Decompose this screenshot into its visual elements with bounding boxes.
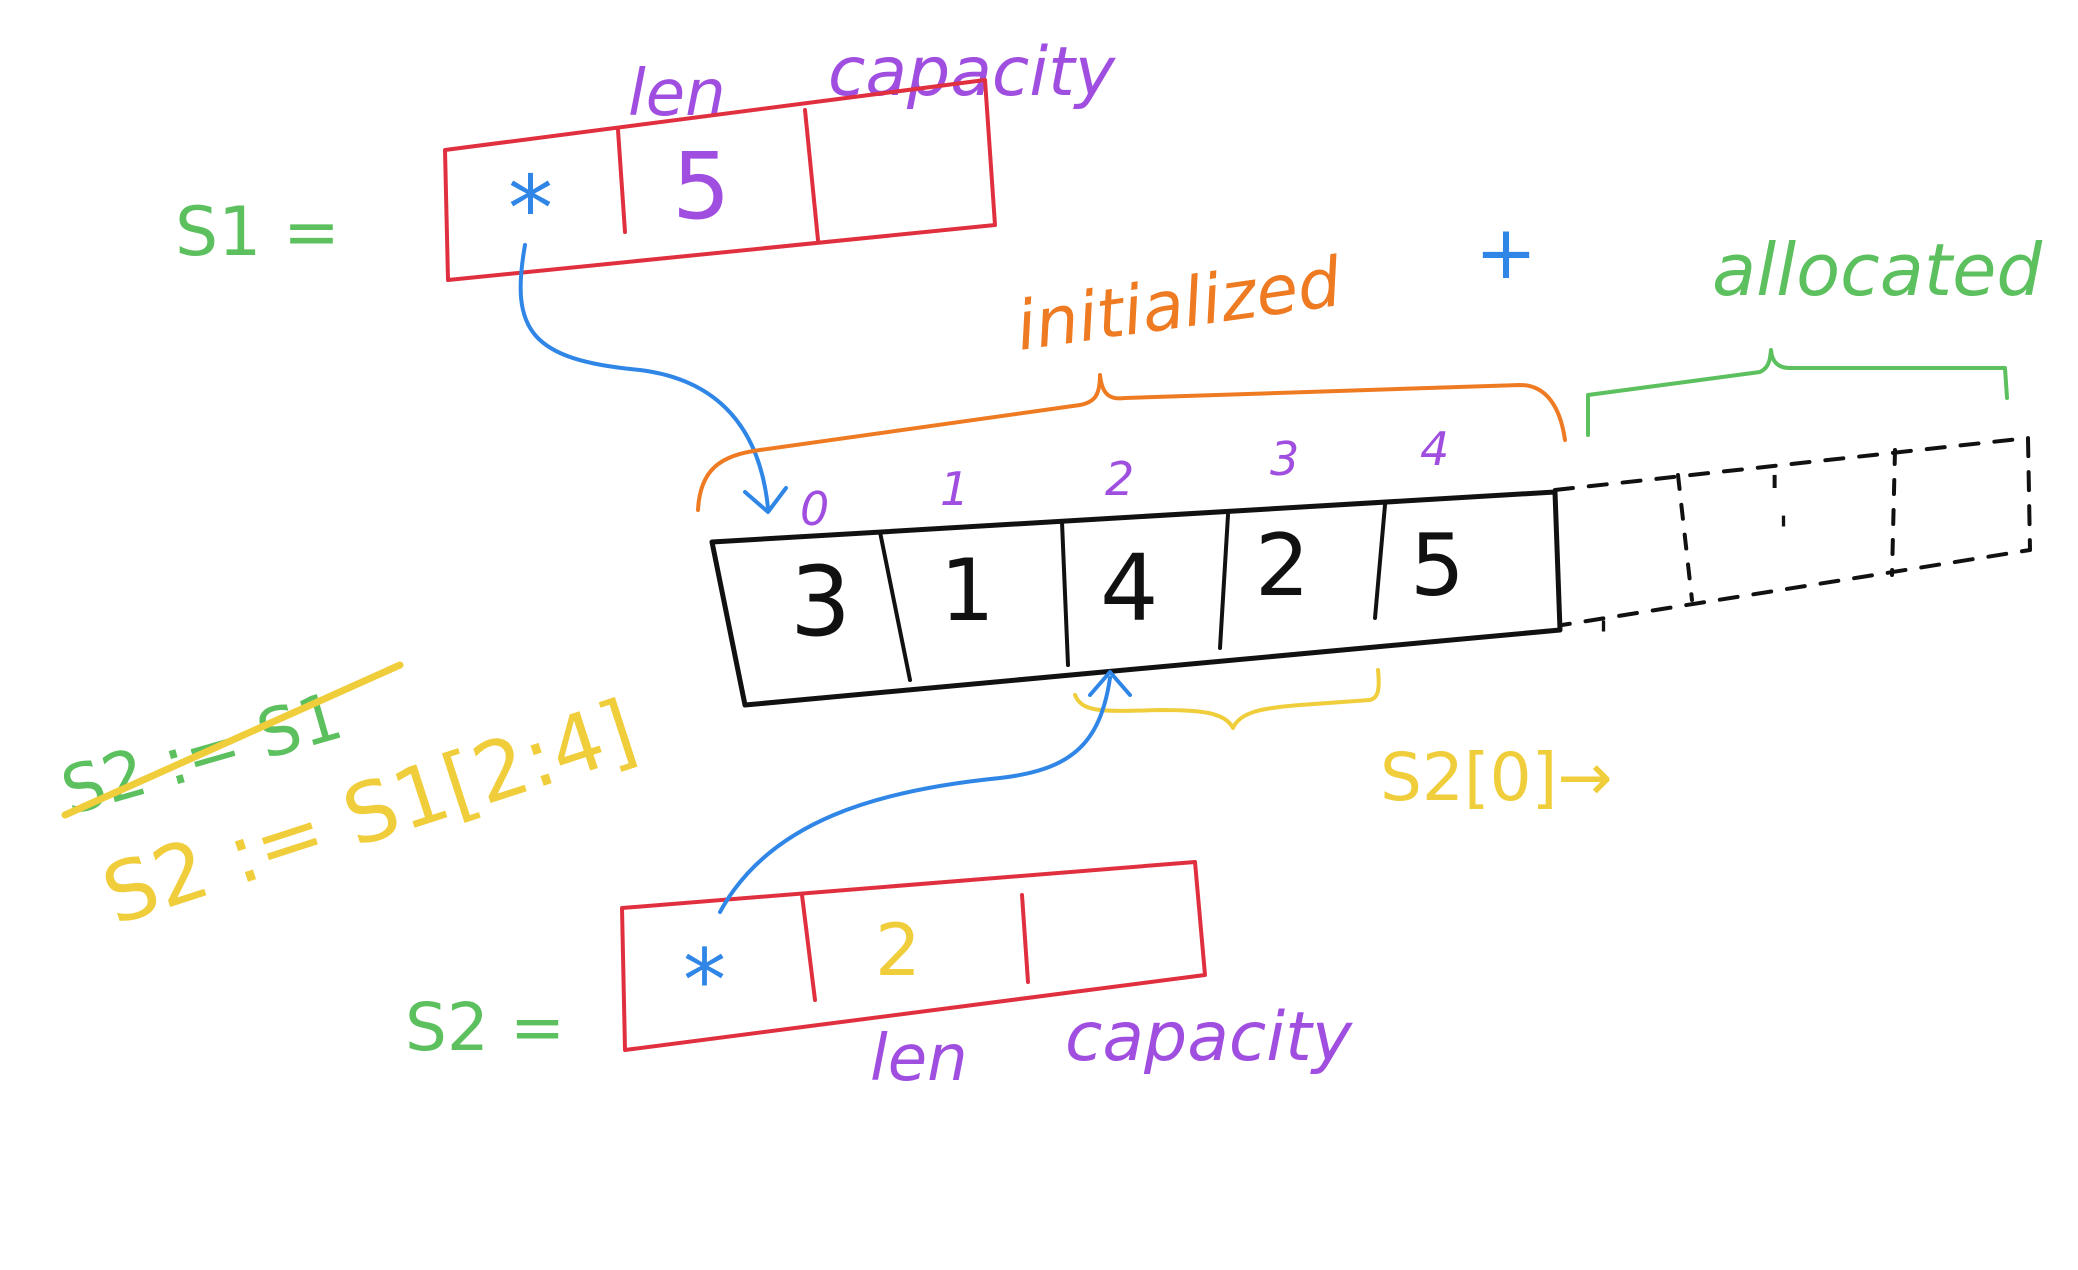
array-allocated-divider-1 <box>1676 473 1694 602</box>
s2-len-caption: len <box>870 1022 968 1096</box>
initialized-label: initialized <box>1011 243 1346 367</box>
array-allocated-mark-1: ' <box>1768 466 1781 522</box>
curved-arrow-icon <box>718 670 1132 914</box>
s2-index-note: S2[0]→ <box>1380 739 1613 816</box>
array-divider-2 <box>1060 520 1070 667</box>
s2-box <box>620 860 1207 1052</box>
backing-array: 0 1 2 3 4 3 1 4 2 5 ' ' ' <box>709 422 2032 708</box>
array-allocated-divider-2 <box>1890 448 1897 577</box>
array-outline <box>709 489 1563 708</box>
array-value-4: 5 <box>1410 516 1465 616</box>
s1-box <box>443 78 997 282</box>
plus-sign: + <box>1475 210 1537 296</box>
s2-header: S2 = * 2 len capacity <box>405 860 1353 1096</box>
s1-len-value: 5 <box>672 133 731 240</box>
curved-arrow-icon <box>518 243 788 514</box>
array-value-0: 3 <box>790 546 851 658</box>
array-divider-1 <box>878 530 912 682</box>
array-allocated-region <box>1553 436 2032 627</box>
s2-pointer-symbol: * <box>683 931 726 1031</box>
allocated-label: allocated <box>1712 228 2043 312</box>
s2-divider-1 <box>800 893 817 1002</box>
s2-divider-2 <box>1020 893 1030 984</box>
s2-len-value: 2 <box>875 908 921 992</box>
s1-label: S1 = <box>175 193 340 272</box>
s2-label: S2 = <box>405 989 565 1066</box>
array-divider-4 <box>1373 503 1387 620</box>
s1-divider-2 <box>803 108 820 242</box>
array-allocated-mark-2: ' <box>1778 509 1789 555</box>
curly-brace-icon <box>1073 668 1381 730</box>
array-value-3: 2 <box>1255 516 1310 616</box>
array-index-2: 2 <box>1105 452 1134 506</box>
array-index-0: 0 <box>800 482 829 536</box>
s1-pointer-symbol: * <box>508 157 553 262</box>
array-index-1: 1 <box>940 462 969 516</box>
strike-line <box>61 661 404 819</box>
curly-brace-icon <box>696 373 1567 512</box>
array-index-4: 4 <box>1420 422 1449 476</box>
s1-divider-1 <box>616 128 627 234</box>
curly-brace-icon <box>1586 348 2009 437</box>
array-value-1: 1 <box>940 541 995 641</box>
array-index-3: 3 <box>1270 432 1299 486</box>
array-value-2: 4 <box>1100 535 1159 642</box>
array-allocated-mark-3: ' <box>1598 614 1609 660</box>
array-divider-3 <box>1218 513 1230 650</box>
s1-header: S1 = len capacity * 5 <box>175 33 1116 282</box>
s1-capacity-caption: capacity <box>828 33 1116 112</box>
s2-capacity-caption: capacity <box>1065 998 1353 1077</box>
